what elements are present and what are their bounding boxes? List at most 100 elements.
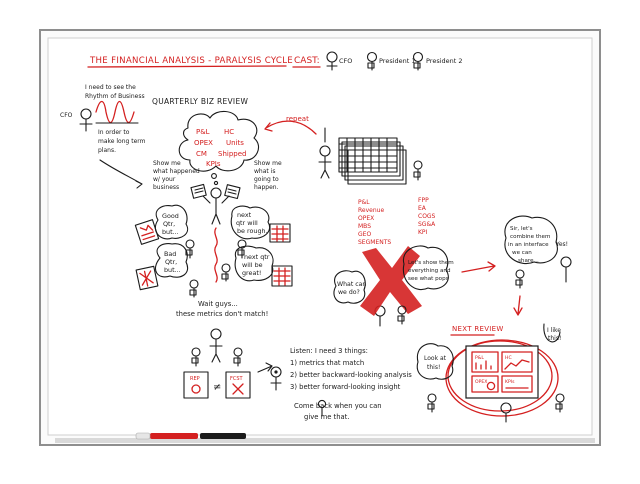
arrow-to-next-review: [513, 295, 523, 316]
solution-line-2: everything and: [408, 268, 451, 274]
rhythm-wave: [95, 100, 135, 124]
metric-opex: OPEX: [358, 215, 374, 222]
cfo-figure-top: [79, 108, 93, 132]
fcst-report-label: FCST: [230, 376, 244, 382]
metric-revenue: Revenue: [358, 207, 384, 214]
repeat-label: repeat: [286, 115, 309, 123]
report-grid-rough-icon: [269, 223, 291, 243]
bubble-good-quarter: [154, 204, 189, 240]
cfo-question-line-1: What can: [337, 281, 366, 288]
bubble-rough-line-1: next: [237, 211, 252, 219]
cfo-figure-compare: [209, 328, 223, 363]
bubble-great-line-3: great!: [242, 269, 261, 277]
solution-line-3: see what pops: [408, 276, 449, 282]
cast-president-2-label: President 2: [426, 57, 463, 65]
cfo-goal-line-1: In order to: [98, 129, 130, 136]
president-1-figure-next-review: [427, 393, 437, 413]
arrow-to-listen: [257, 362, 273, 373]
rep-report-circle: [191, 384, 201, 394]
left-request-line-4: business: [153, 184, 179, 191]
yes-label: Yes!: [555, 241, 568, 248]
thought-item-cm: CM: [196, 150, 207, 158]
cast-label: CAST:: [294, 56, 320, 66]
thought-item-units: Units: [226, 139, 244, 147]
cast-cfo-figure: [326, 51, 338, 71]
bubble-look-at-this: [416, 343, 454, 380]
cast-president-1-figure: [366, 51, 378, 71]
bubble-bad-line-3: but...: [164, 266, 181, 274]
cfo-figure-listen: [270, 366, 282, 391]
thought-item-kpis: KPIs: [206, 160, 221, 168]
cfo-goal-line-2: make long term: [98, 138, 146, 145]
president-2-figure-next-review: [555, 393, 565, 413]
cfo-figure-review: [202, 187, 230, 225]
dashboard-highlight-circle-2: [447, 340, 553, 412]
dashboard-bar-chart: [475, 360, 492, 370]
thought-item-hc: HC: [224, 128, 234, 136]
cast-cfo-label: CFO: [339, 57, 352, 65]
bubble-like-this: [543, 323, 561, 343]
mismatch-line-2: these metrics don't match!: [176, 310, 268, 318]
cfo-figure-proposal: [560, 256, 572, 283]
metric-geo: GEO: [358, 231, 371, 238]
left-request-line-3: w/ your: [153, 176, 176, 183]
next-review-heading: NEXT REVIEW: [452, 325, 504, 333]
dashboard-line-chart: [504, 359, 530, 370]
cfo-figure-next-review: [500, 402, 512, 423]
president-1-figure-good: [185, 239, 195, 259]
cfo-speech-line-2: Rhythm of Business: [85, 93, 145, 100]
red-marker: [150, 433, 198, 439]
cast-president-2-figure: [412, 51, 424, 71]
metric-kpi: KPI: [418, 229, 428, 236]
report-grid-good-icon: [134, 219, 160, 245]
dashboard-panel-kpis: KPIs: [505, 379, 515, 385]
eraser: [135, 432, 151, 440]
quarterly-thought-cloud: [178, 110, 259, 172]
right-request-line-4: happen.: [254, 184, 279, 191]
bubble-combine-interface: [504, 215, 558, 264]
metric-ea: EA: [418, 205, 427, 212]
bubble-what-can-we-do: [333, 270, 366, 304]
bubble-great-line-2: will be: [242, 261, 263, 269]
like-line-2: this!: [548, 335, 561, 342]
proposal-line-5: share...: [518, 258, 539, 264]
bubble-bad-line-2: Qtr,: [165, 258, 177, 266]
cast-president-1-label: President 1: [379, 57, 416, 65]
dashboard-panel-hc: HC: [505, 355, 512, 361]
bubble-show-everything: [402, 245, 449, 290]
bubble-rough-line-3: be rough.: [237, 227, 268, 235]
metric-segments: SEGMENTS: [358, 239, 391, 246]
mismatch-line-1: Wait guys...: [198, 300, 238, 308]
president-divider: [214, 227, 218, 283]
listen-line-1: Listen: I need 3 things:: [290, 347, 368, 355]
president-2-figure-rough: [237, 239, 247, 259]
cfo-goal-line-3: plans.: [98, 147, 116, 154]
marker-tray: [55, 438, 595, 443]
proposal-line-3: in an interface: [508, 242, 549, 248]
bubble-rough-line-2: qtr will: [236, 219, 258, 227]
like-line-1: I like: [547, 327, 561, 334]
left-request-line-1: Show me: [153, 160, 181, 167]
bubble-good-line-2: Qtr,: [163, 220, 175, 228]
report-sheet-right-icon: [224, 184, 241, 200]
dashboard-panel-opex: OPEX: [475, 379, 487, 385]
listen-line-2: 1) metrics that match: [290, 359, 364, 367]
right-request-line-1: Show me: [254, 160, 282, 167]
metric-sga: SG&A: [418, 221, 436, 228]
look-line-2: this!: [427, 364, 440, 371]
bubble-good-line-3: but...: [162, 228, 179, 236]
proposal-line-4: we can: [512, 250, 532, 256]
repeat-arrow: [264, 120, 317, 135]
right-request-line-2: what is: [254, 168, 275, 175]
cfo-speech-line-1: I need to see the: [85, 84, 136, 91]
report-stack-grid: [338, 137, 398, 173]
thought-item-shipped: Shipped: [218, 150, 246, 158]
listen-line-4: 3) better forward-looking insight: [290, 383, 401, 391]
president-1-figure-solution: [397, 305, 407, 325]
quarterly-review-heading: QUARTERLY BIZ REVIEW: [152, 97, 248, 106]
president-1-figure-listen: [317, 399, 327, 417]
arrow-to-proposal: [461, 261, 496, 273]
thought-item-opex: OPEX: [194, 139, 213, 147]
president-1-figure-compare: [191, 347, 201, 367]
